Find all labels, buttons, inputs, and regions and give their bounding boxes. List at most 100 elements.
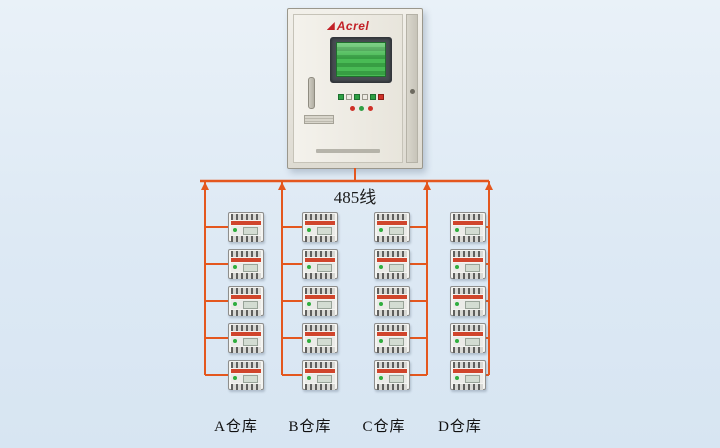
meter-brand-band — [453, 369, 483, 373]
energy-meter-module — [302, 323, 338, 353]
terminal-strip-top — [377, 325, 407, 331]
terminal-strip-bottom — [453, 310, 483, 316]
meter-brand-band — [377, 295, 407, 299]
energy-meter-module — [302, 360, 338, 390]
energy-meter-module — [302, 249, 338, 279]
terminal-strip-bottom — [305, 273, 335, 279]
meter-face — [305, 374, 335, 383]
terminal-strip-top — [453, 214, 483, 220]
terminal-strip-bottom — [231, 273, 261, 279]
meter-face — [231, 337, 261, 346]
green-button-icon — [370, 94, 376, 100]
acrel-logo-icon — [326, 22, 335, 30]
energy-meter-module — [302, 212, 338, 242]
meter-brand-band — [231, 369, 261, 373]
terminal-strip-bottom — [305, 384, 335, 390]
terminal-strip-top — [305, 214, 335, 220]
meter-face — [305, 337, 335, 346]
panel-indicators — [328, 98, 394, 116]
meter-brand-band — [231, 295, 261, 299]
meter-brand-band — [453, 332, 483, 336]
meter-face — [305, 300, 335, 309]
green-indicator-icon — [358, 106, 364, 111]
meter-face — [453, 337, 483, 346]
terminal-strip-bottom — [305, 236, 335, 242]
meter-brand-band — [377, 369, 407, 373]
meter-brand-band — [231, 221, 261, 225]
terminal-strip-bottom — [377, 347, 407, 353]
red-button-icon — [378, 94, 384, 100]
warehouse-label-a: A仓库 — [214, 419, 258, 435]
vent-grille — [304, 115, 334, 124]
terminal-strip-top — [377, 362, 407, 368]
meter-brand-band — [377, 258, 407, 262]
energy-meter-module — [450, 249, 486, 279]
terminal-strip-bottom — [305, 347, 335, 353]
meter-brand-band — [231, 258, 261, 262]
meter-face — [231, 374, 261, 383]
terminal-strip-bottom — [453, 347, 483, 353]
terminal-strip-bottom — [231, 310, 261, 316]
meter-brand-band — [305, 332, 335, 336]
cabinet-door: Acrel — [293, 14, 403, 163]
meter-face — [377, 226, 407, 235]
meter-brand-band — [377, 221, 407, 225]
meter-brand-band — [305, 295, 335, 299]
energy-meter-module — [450, 212, 486, 242]
warehouse-label-b: B仓库 — [288, 419, 332, 435]
terminal-strip-bottom — [377, 384, 407, 390]
lcd-bezel — [330, 37, 392, 83]
terminal-strip-bottom — [305, 310, 335, 316]
terminal-strip-bottom — [377, 310, 407, 316]
terminal-strip-bottom — [231, 236, 261, 242]
meter-face — [377, 300, 407, 309]
meter-face — [231, 226, 261, 235]
red-indicator-icon — [367, 106, 373, 111]
energy-meter-module — [374, 286, 410, 316]
terminal-strip-top — [305, 251, 335, 257]
energy-meter-module — [228, 212, 264, 242]
meter-brand-band — [453, 295, 483, 299]
bus-label: 485线 — [333, 188, 377, 207]
white-button-icon — [362, 94, 368, 100]
acrel-control-cabinet: Acrel — [287, 8, 423, 169]
terminal-strip-top — [453, 251, 483, 257]
acrel-brand: Acrel — [294, 19, 402, 33]
green-button-icon — [338, 94, 344, 100]
terminal-strip-bottom — [231, 384, 261, 390]
meter-face — [377, 337, 407, 346]
terminal-strip-top — [305, 325, 335, 331]
red-indicator-icon — [349, 106, 355, 111]
terminal-strip-top — [377, 251, 407, 257]
warehouse-label-d: D仓库 — [438, 419, 482, 435]
terminal-strip-bottom — [453, 384, 483, 390]
energy-meter-module — [450, 323, 486, 353]
terminal-strip-top — [453, 325, 483, 331]
meter-face — [231, 300, 261, 309]
meter-face — [377, 263, 407, 272]
energy-meter-module — [228, 323, 264, 353]
brand-name: Acrel — [336, 19, 370, 33]
energy-meter-module — [374, 212, 410, 242]
meter-brand-band — [305, 258, 335, 262]
meter-brand-band — [377, 332, 407, 336]
energy-meter-module — [450, 360, 486, 390]
white-button-icon — [346, 94, 352, 100]
door-lock-icon — [410, 89, 415, 94]
meter-brand-band — [453, 258, 483, 262]
terminal-strip-bottom — [231, 347, 261, 353]
energy-meter-module — [302, 286, 338, 316]
energy-meter-module — [374, 360, 410, 390]
meter-face — [453, 300, 483, 309]
meter-brand-band — [453, 221, 483, 225]
meter-face — [305, 263, 335, 272]
terminal-strip-top — [453, 288, 483, 294]
energy-meter-module — [374, 323, 410, 353]
meter-brand-band — [231, 332, 261, 336]
meter-face — [377, 374, 407, 383]
nameplate-text-bar — [316, 149, 380, 153]
energy-meter-module — [450, 286, 486, 316]
cabinet-side-panel — [406, 14, 418, 163]
terminal-strip-bottom — [453, 236, 483, 242]
